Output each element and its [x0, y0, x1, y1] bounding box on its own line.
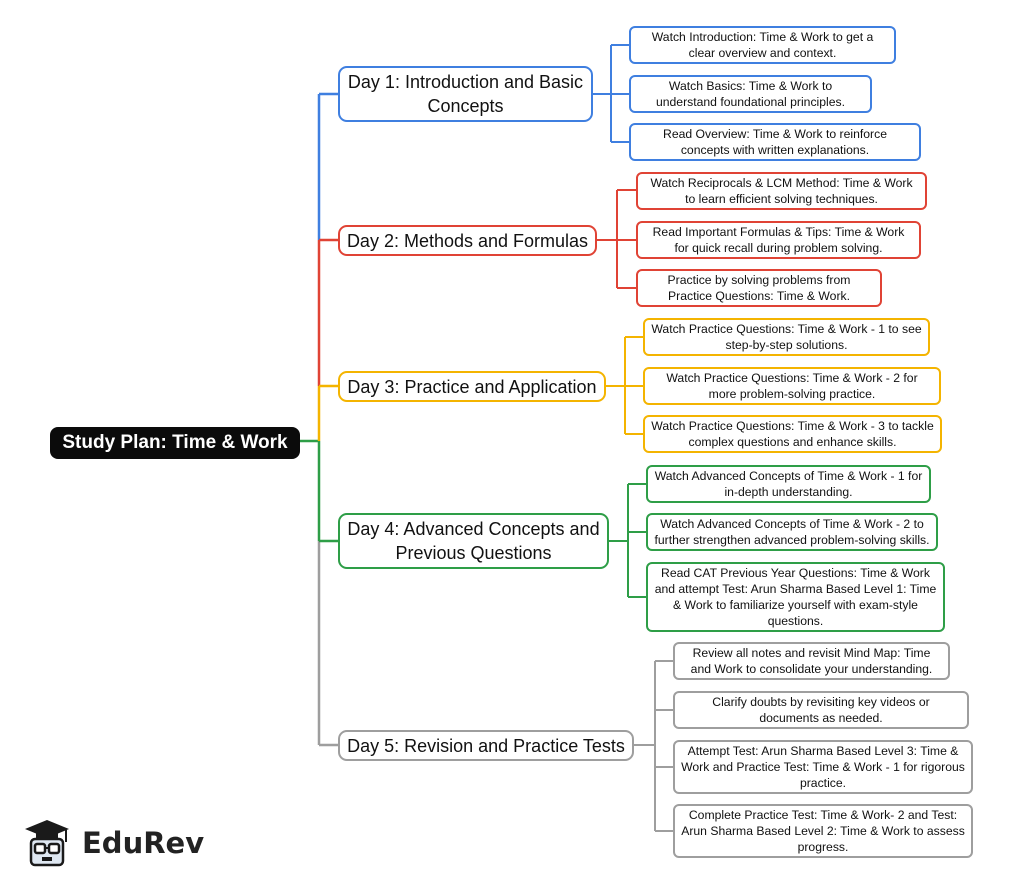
- day-4-task-3: Read CAT Previous Year Questions: Time &…: [646, 562, 945, 632]
- root-label: Study Plan: Time & Work: [62, 432, 288, 453]
- day-5-task-2: Clarify doubts by revisiting key videos …: [673, 691, 969, 729]
- brand-name: EduRev: [82, 826, 205, 860]
- day-1-task-1: Watch Introduction: Time & Work to get a…: [629, 26, 896, 64]
- day-2-task-1: Watch Reciprocals & LCM Method: Time & W…: [636, 172, 927, 210]
- day-2-task-3: Practice by solving problems from Practi…: [636, 269, 882, 307]
- day-2-node: Day 2: Methods and Formulas: [338, 225, 597, 256]
- day-3-task-2: Watch Practice Questions: Time & Work - …: [643, 367, 941, 405]
- root-node: Study Plan: Time & Work: [50, 427, 300, 459]
- day-2-label: Day 2: Methods and Formulas: [346, 230, 589, 251]
- day-2-task-2: Read Important Formulas & Tips: Time & W…: [636, 221, 921, 259]
- day-1-task-3: Read Overview: Time & Work to reinforce …: [629, 123, 921, 161]
- day-4-task-2: Watch Advanced Concepts of Time & Work -…: [646, 513, 938, 551]
- edurev-logo: EduRev: [22, 818, 204, 868]
- day-5-task-3: Attempt Test: Arun Sharma Based Level 3:…: [673, 740, 973, 794]
- day-3-node: Day 3: Practice and Application: [338, 371, 606, 402]
- graduate-mascot-icon: [25, 820, 69, 867]
- day-3-task-1: Watch Practice Questions: Time & Work - …: [643, 318, 930, 356]
- day-3-task-3: Watch Practice Questions: Time & Work - …: [643, 415, 942, 453]
- day-1-task-2: Watch Basics: Time & Work to understand …: [629, 75, 872, 113]
- day-3-label: Day 3: Practice and Application: [347, 376, 597, 397]
- day-5-task-4: Complete Practice Test: Time & Work- 2 a…: [673, 804, 973, 858]
- day-1-label: Day 1: Introduction and Basic Concepts: [347, 72, 584, 116]
- day-5-node: Day 5: Revision and Practice Tests: [338, 730, 634, 761]
- day-4-task-1: Watch Advanced Concepts of Time & Work -…: [646, 465, 931, 503]
- day-5-task-1: Review all notes and revisit Mind Map: T…: [673, 642, 950, 680]
- day-1-node: Day 1: Introduction and Basic Concepts: [338, 66, 593, 122]
- day-4-node: Day 4: Advanced Concepts and Previous Qu…: [338, 513, 609, 569]
- day-5-label: Day 5: Revision and Practice Tests: [347, 735, 625, 756]
- day-4-label: Day 4: Advanced Concepts and Previous Qu…: [347, 519, 600, 563]
